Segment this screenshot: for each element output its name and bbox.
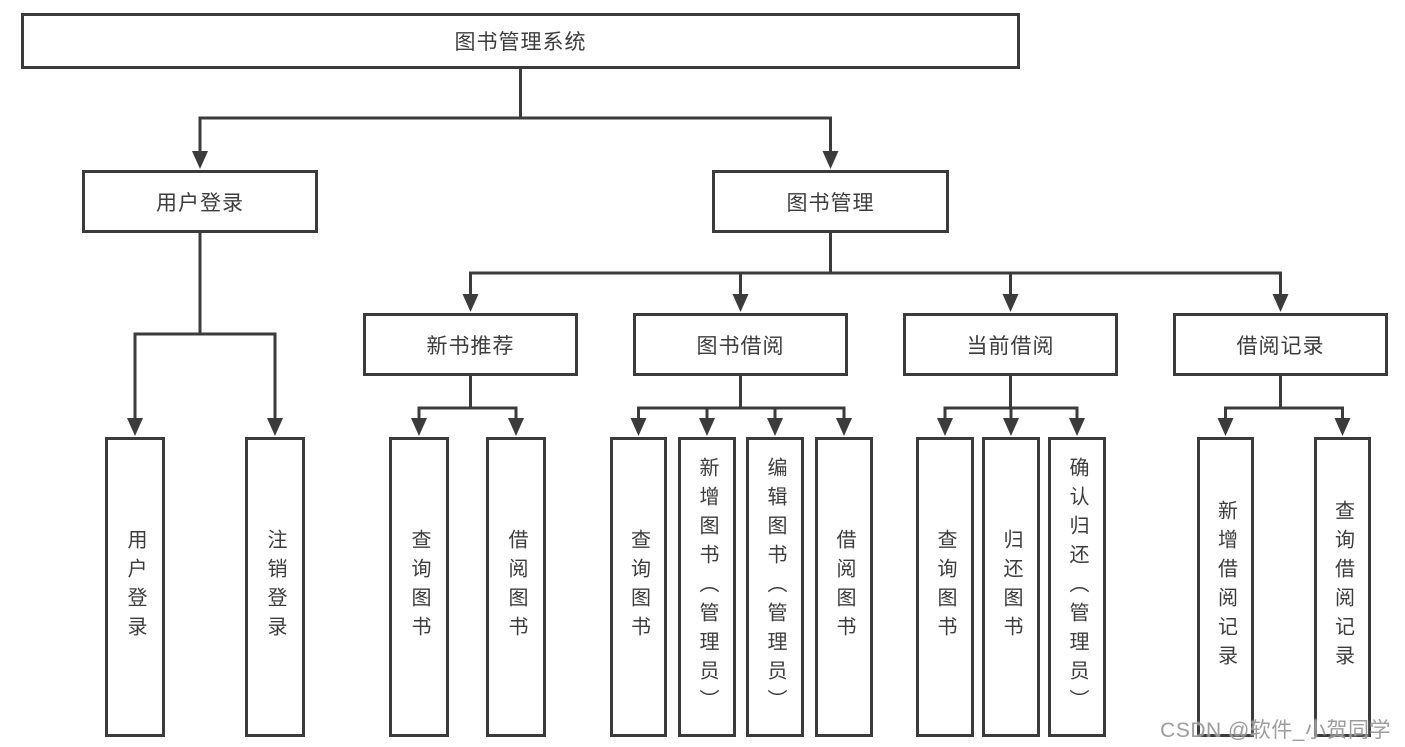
arrowhead-icon xyxy=(822,151,839,169)
arrowhead-icon xyxy=(1217,418,1234,436)
node-label: 新书推荐 xyxy=(426,334,515,358)
arrowhead-icon xyxy=(127,418,143,436)
node-label: 确认归还（管理员） xyxy=(1066,456,1088,718)
node-label: 查询图书 xyxy=(408,529,430,645)
node-label: 编辑图书（管理员） xyxy=(764,456,786,718)
arrowhead-icon xyxy=(699,418,715,436)
arrowhead-icon xyxy=(1272,294,1289,312)
node-leaf-borrow-book-2: 借阅图书 xyxy=(815,437,873,737)
node-label: 借阅记录 xyxy=(1236,334,1325,358)
arrowhead-icon xyxy=(411,418,427,436)
arrowhead-icon xyxy=(1069,418,1085,436)
node-leaf-add-book: 新增图书（管理员） xyxy=(678,437,736,737)
node-leaf-user-login: 用户登录 xyxy=(105,437,165,737)
csdn-watermark: CSDN @软件_小贺同学 xyxy=(1160,719,1391,742)
arrowhead-icon xyxy=(1003,418,1019,436)
node-label: 注销登录 xyxy=(264,529,286,645)
node-label: 新增图书（管理员） xyxy=(696,456,718,718)
node-label: 用户登录 xyxy=(124,529,146,645)
node-leaf-confirm-return: 确认归还（管理员） xyxy=(1048,437,1106,737)
node-leaf-query-book-1: 查询图书 xyxy=(389,437,449,737)
node-leaf-edit-book: 编辑图书（管理员） xyxy=(746,437,804,737)
arrowhead-icon xyxy=(267,418,283,436)
node-label: 用户登录 xyxy=(156,191,244,215)
node-leaf-return-book: 归还图书 xyxy=(982,437,1040,737)
arrowhead-icon xyxy=(462,294,479,312)
node-leaf-borrow-book-1: 借阅图书 xyxy=(486,437,546,737)
node-leaf-query-book-3: 查询图书 xyxy=(916,437,974,737)
arrowhead-icon xyxy=(192,151,208,169)
arrowhead-icon xyxy=(508,418,524,436)
node-label: 查询图书 xyxy=(934,529,956,645)
node-user-login: 用户登录 xyxy=(82,170,318,233)
arrowhead-icon xyxy=(836,418,852,436)
node-leaf-query-record: 查询借阅记录 xyxy=(1314,437,1371,737)
node-book-mgmt: 图书管理 xyxy=(712,170,949,233)
node-borrow-records: 借阅记录 xyxy=(1173,313,1388,376)
arrowhead-icon xyxy=(767,418,783,436)
node-label: 图书管理系统 xyxy=(454,31,587,54)
node-label: 归还图书 xyxy=(1000,529,1022,645)
arrowhead-icon xyxy=(630,418,647,436)
node-root: 图书管理系统 xyxy=(21,13,1020,69)
node-label: 图书借阅 xyxy=(696,334,785,358)
node-label: 借阅图书 xyxy=(833,529,855,645)
node-current-borrow: 当前借阅 xyxy=(903,313,1118,376)
arrowhead-icon xyxy=(732,294,749,312)
node-label: 查询图书 xyxy=(627,529,650,645)
node-leaf-query-book-2: 查询图书 xyxy=(610,437,667,737)
arrowhead-icon xyxy=(1002,294,1019,312)
node-label: 新增借阅记录 xyxy=(1214,500,1237,674)
node-book-borrow: 图书借阅 xyxy=(633,313,848,376)
arrowhead-icon xyxy=(1334,418,1351,436)
node-new-book-rec: 新书推荐 xyxy=(363,313,578,376)
node-label: 当前借阅 xyxy=(966,334,1055,358)
node-leaf-logout: 注销登录 xyxy=(245,437,305,737)
node-label: 借阅图书 xyxy=(505,529,527,645)
node-label: 图书管理 xyxy=(786,191,875,215)
arrowhead-icon xyxy=(937,418,953,436)
node-leaf-add-record: 新增借阅记录 xyxy=(1197,437,1254,737)
node-label: 查询借阅记录 xyxy=(1331,500,1354,674)
